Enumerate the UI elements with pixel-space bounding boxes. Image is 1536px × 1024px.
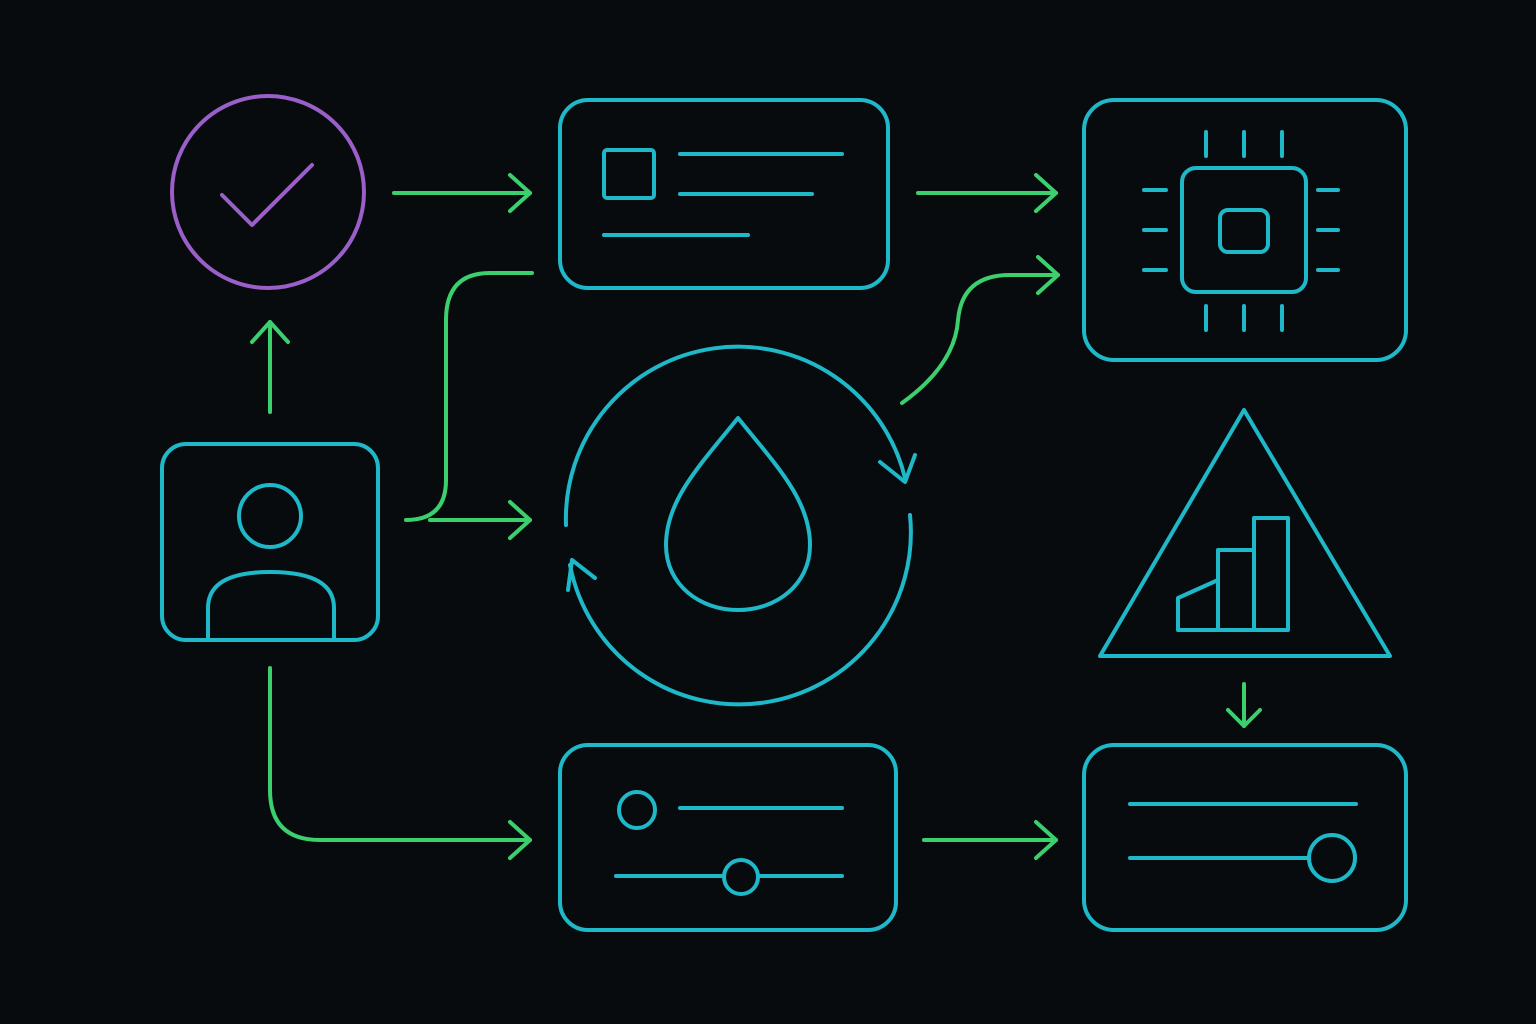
connector-arrows	[250, 173, 1262, 860]
toggle-slider-icon	[1082, 743, 1408, 932]
id-card-icon	[558, 98, 890, 290]
arrow-controls-to-output	[922, 820, 1058, 860]
arrow-user-to-check	[250, 320, 290, 414]
arrow-card-to-chip	[916, 173, 1058, 213]
arrow-check-to-card	[392, 173, 532, 213]
check-circle-icon	[170, 94, 366, 290]
user-icon	[160, 442, 380, 642]
arrow-warning-to-output	[1226, 682, 1262, 728]
warning-bar-chart-icon	[1098, 408, 1392, 658]
arrow-user-to-controls	[268, 666, 532, 860]
arrow-user-to-card	[404, 271, 534, 522]
slider-settings-icon	[558, 743, 898, 932]
arrow-cycle-to-chip	[900, 255, 1060, 405]
arrow-user-to-cycle	[428, 500, 532, 540]
cpu-chip-icon	[1082, 98, 1408, 362]
water-drop-cycle-icon	[563, 344, 917, 707]
